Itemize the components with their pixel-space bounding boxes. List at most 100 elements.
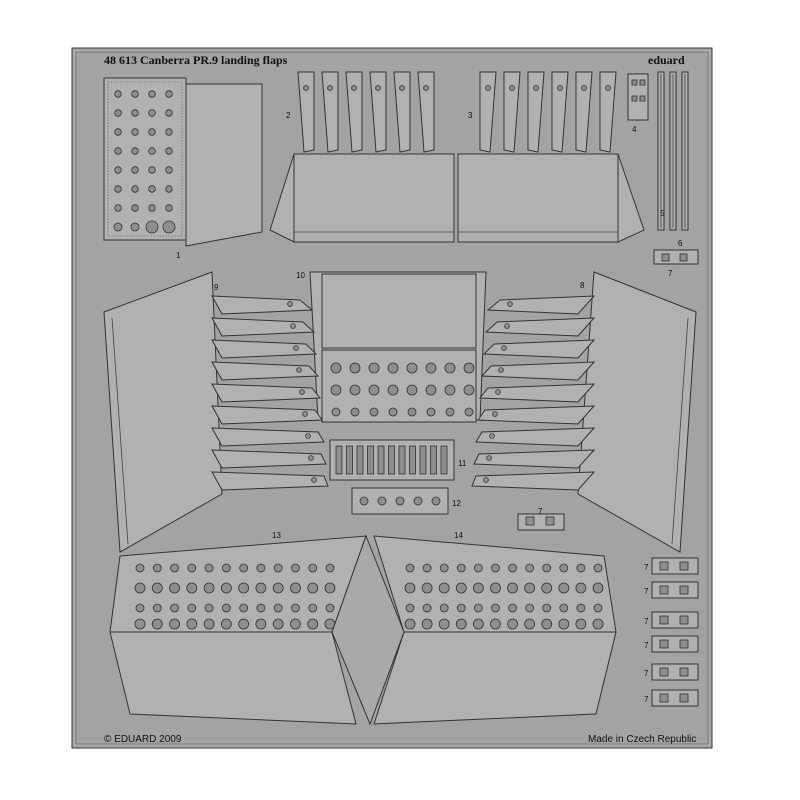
etched-hole — [404, 618, 416, 630]
etched-hole — [256, 563, 266, 573]
etched-hole — [135, 603, 145, 613]
flap-rib — [471, 471, 596, 491]
part-6 — [669, 71, 689, 231]
part-label-14: 14 — [454, 531, 463, 540]
etched-hole — [272, 618, 284, 630]
etched-hole — [152, 603, 162, 613]
etched-hole — [558, 582, 570, 594]
brand-logo-text: eduard — [648, 53, 685, 67]
part-1 — [103, 77, 263, 247]
etched-hole — [541, 618, 553, 630]
etched-hole — [557, 85, 563, 91]
etched-hole — [134, 582, 146, 594]
etched-hole — [131, 166, 139, 174]
etched-hole — [114, 90, 122, 98]
etched-hole — [131, 128, 139, 136]
etched-hole — [148, 204, 156, 212]
etched-hole — [151, 582, 163, 594]
etched-hole — [456, 603, 466, 613]
part-label-5: 5 — [660, 209, 665, 218]
etched-hole — [593, 563, 603, 573]
etched-hole — [421, 618, 433, 630]
part-13 — [109, 535, 367, 725]
etched-hole — [220, 582, 232, 594]
flap-finger — [297, 71, 315, 153]
etched-hole — [395, 496, 405, 506]
etched-hole — [581, 85, 587, 91]
etched-hole — [483, 477, 489, 483]
etched-hole — [359, 496, 369, 506]
etched-hole — [375, 85, 381, 91]
etched-hole — [558, 618, 570, 630]
etched-hole — [507, 301, 513, 307]
etched-hole — [541, 582, 553, 594]
etched-hole — [324, 582, 336, 594]
bracket — [651, 635, 699, 653]
flap-center-diamond — [331, 534, 405, 726]
etched-hole — [148, 185, 156, 193]
etched-hole — [605, 85, 611, 91]
etched-hole — [238, 618, 250, 630]
etched-hole — [507, 582, 518, 594]
etched-hole — [305, 433, 311, 439]
flap-finger — [417, 71, 435, 153]
part-10 — [309, 271, 487, 423]
etched-hole — [169, 582, 180, 594]
etched-hole — [203, 618, 215, 630]
etched-hole — [439, 603, 449, 613]
etched-hole — [273, 603, 283, 613]
bracket — [651, 581, 699, 599]
etched-hole — [501, 345, 507, 351]
etched-hole — [431, 496, 441, 506]
etched-hole — [472, 618, 484, 630]
etched-tab — [335, 445, 343, 475]
etched-hole — [148, 166, 156, 174]
etched-hole — [291, 603, 300, 613]
etched-hole — [239, 603, 249, 613]
etched-hole — [114, 128, 122, 136]
etched-hole — [407, 407, 417, 417]
part-label-12: 12 — [452, 499, 461, 508]
etched-hole — [350, 407, 360, 417]
etched-hole — [387, 362, 399, 374]
etched-hole — [290, 582, 301, 594]
etched-hole — [148, 128, 156, 136]
etched-hole — [444, 362, 456, 374]
etched-hole — [559, 563, 569, 573]
part-9 — [103, 271, 329, 553]
flap-rib — [478, 383, 596, 403]
etched-hole — [456, 563, 466, 573]
flap-finger — [575, 71, 593, 153]
etched-hole — [131, 109, 139, 117]
flap-rib — [475, 427, 596, 447]
etched-hole — [291, 563, 300, 573]
etched-hole — [388, 407, 398, 417]
etched-hole — [426, 407, 436, 417]
etched-hole — [287, 301, 293, 307]
flap-rib — [211, 405, 323, 425]
etched-hole — [307, 582, 319, 594]
flap-rib — [484, 317, 596, 337]
etched-hole — [131, 204, 139, 212]
etched-hole — [131, 147, 139, 155]
etched-hole — [368, 384, 380, 396]
etched-hole — [327, 85, 333, 91]
etched-hole — [238, 582, 250, 594]
flap-rib — [480, 361, 596, 381]
etched-hole — [490, 582, 501, 594]
part-label-7: 7 — [644, 695, 649, 704]
bracket — [651, 689, 699, 707]
etched-hole — [114, 204, 122, 212]
part-4 — [627, 73, 649, 121]
etched-hole — [308, 603, 318, 613]
etched-hole — [151, 618, 163, 630]
etched-hole — [592, 582, 604, 594]
etched-hole — [293, 345, 299, 351]
etched-hole — [425, 362, 437, 374]
etched-hole — [507, 618, 518, 630]
etched-hole — [351, 85, 357, 91]
etched-hole — [113, 222, 123, 232]
part-label-8: 8 — [580, 281, 585, 290]
etched-hole — [542, 603, 552, 613]
